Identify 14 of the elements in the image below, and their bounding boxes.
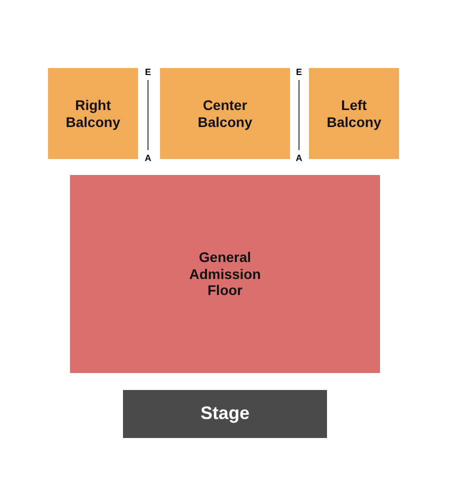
row-letter: A <box>294 153 304 163</box>
row-letter: A <box>144 153 152 163</box>
balcony-section <box>48 68 138 159</box>
section-name: Left Balcony <box>326 96 382 130</box>
row-letter: E <box>144 67 152 77</box>
balcony-section <box>309 68 399 159</box>
section-name: General Admission Floor <box>188 248 262 300</box>
section-name: Center Balcony <box>196 96 254 130</box>
row-letter: E <box>294 67 303 77</box>
balcony-section <box>160 68 290 159</box>
stage <box>123 390 327 438</box>
section-name: Stage <box>200 403 250 425</box>
section-name: Right Balcony <box>64 96 122 130</box>
floor-section <box>70 175 380 373</box>
